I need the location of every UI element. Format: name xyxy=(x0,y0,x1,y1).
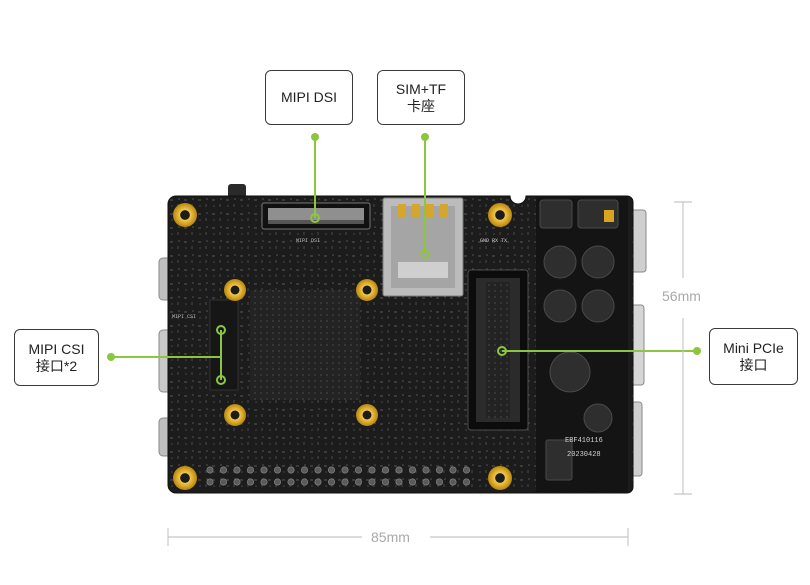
callout-mini-pcie-line2: 接口 xyxy=(739,356,768,373)
gpio-pin xyxy=(220,478,228,486)
dsi-silkscreen: MIPI DSI xyxy=(296,238,320,244)
board-date-text: 20230428 xyxy=(567,451,601,459)
gpio-pin xyxy=(233,466,241,474)
gpio-pin xyxy=(247,466,255,474)
gpio-pin xyxy=(368,466,376,474)
width-dimension-label: 85mm xyxy=(371,529,410,545)
callout-mini-pcie: Mini PCIe 接口 xyxy=(709,328,798,385)
callout-sim-tf-line1: SIM+TF xyxy=(395,80,447,97)
target-rings xyxy=(216,213,507,385)
gpio-pin xyxy=(273,466,281,474)
gpio-pin xyxy=(247,478,255,486)
callout-mipi-csi-line2: 接口*2 xyxy=(35,357,78,374)
callout-mipi-dsi: MIPI DSI xyxy=(265,70,353,125)
chip-area xyxy=(250,290,360,400)
height-dimension xyxy=(674,201,692,495)
gpio-header xyxy=(206,466,470,486)
gpio-pin xyxy=(422,466,430,474)
uart-label: GND RX TX xyxy=(480,238,507,244)
gpio-pin xyxy=(422,478,430,486)
gpio-pin xyxy=(314,478,322,486)
callout-mini-pcie-line1: Mini PCIe xyxy=(723,339,784,356)
gpio-pin xyxy=(273,478,281,486)
callout-mipi-csi: MIPI CSI 接口*2 xyxy=(14,329,99,386)
width-dimension xyxy=(167,528,629,546)
gpio-pin xyxy=(260,466,268,474)
callout-sim-tf-line2: 卡座 xyxy=(407,97,435,114)
gpio-pin xyxy=(462,478,470,486)
power-components xyxy=(539,199,619,481)
gpio-pin xyxy=(206,466,214,474)
gpio-pin xyxy=(341,466,349,474)
gpio-pin xyxy=(327,466,335,474)
gpio-pin xyxy=(341,478,349,486)
callout-mipi-dsi-line1: MIPI DSI xyxy=(280,89,337,105)
gpio-pin xyxy=(354,478,362,486)
gpio-pin xyxy=(354,466,362,474)
gpio-pin xyxy=(300,466,308,474)
board-model-text: EBF410116 xyxy=(565,437,603,445)
gpio-pin xyxy=(395,478,403,486)
gpio-pin xyxy=(435,478,443,486)
callout-sim-tf: SIM+TF 卡座 xyxy=(377,70,465,125)
gpio-pin xyxy=(395,466,403,474)
gpio-pin xyxy=(449,478,457,486)
gpio-pin xyxy=(381,466,389,474)
gpio-pin xyxy=(233,478,241,486)
height-dimension-label: 56mm xyxy=(662,288,701,304)
gpio-pin xyxy=(260,478,268,486)
leader-lines xyxy=(111,137,697,380)
gpio-pin xyxy=(287,466,295,474)
gpio-pin xyxy=(287,478,295,486)
gpio-pin xyxy=(314,466,322,474)
csi-silkscreen: MIPI CSI xyxy=(172,314,196,320)
leader-dots xyxy=(107,133,701,361)
callout-mipi-csi-line1: MIPI CSI xyxy=(28,340,85,357)
led-pad xyxy=(604,210,614,222)
gpio-pin xyxy=(435,466,443,474)
gpio-pin xyxy=(408,478,416,486)
gpio-pin xyxy=(449,466,457,474)
gpio-pin xyxy=(408,466,416,474)
gpio-pin xyxy=(368,478,376,486)
mounting-holes xyxy=(173,203,512,490)
gpio-pin xyxy=(300,478,308,486)
sim-tf-slot xyxy=(382,197,464,297)
mipi-csi-connectors xyxy=(209,299,239,391)
gpio-pin xyxy=(220,466,228,474)
gpio-pin xyxy=(206,478,214,486)
gpio-pin xyxy=(327,478,335,486)
gpio-pin xyxy=(462,466,470,474)
gpio-pin xyxy=(381,478,389,486)
